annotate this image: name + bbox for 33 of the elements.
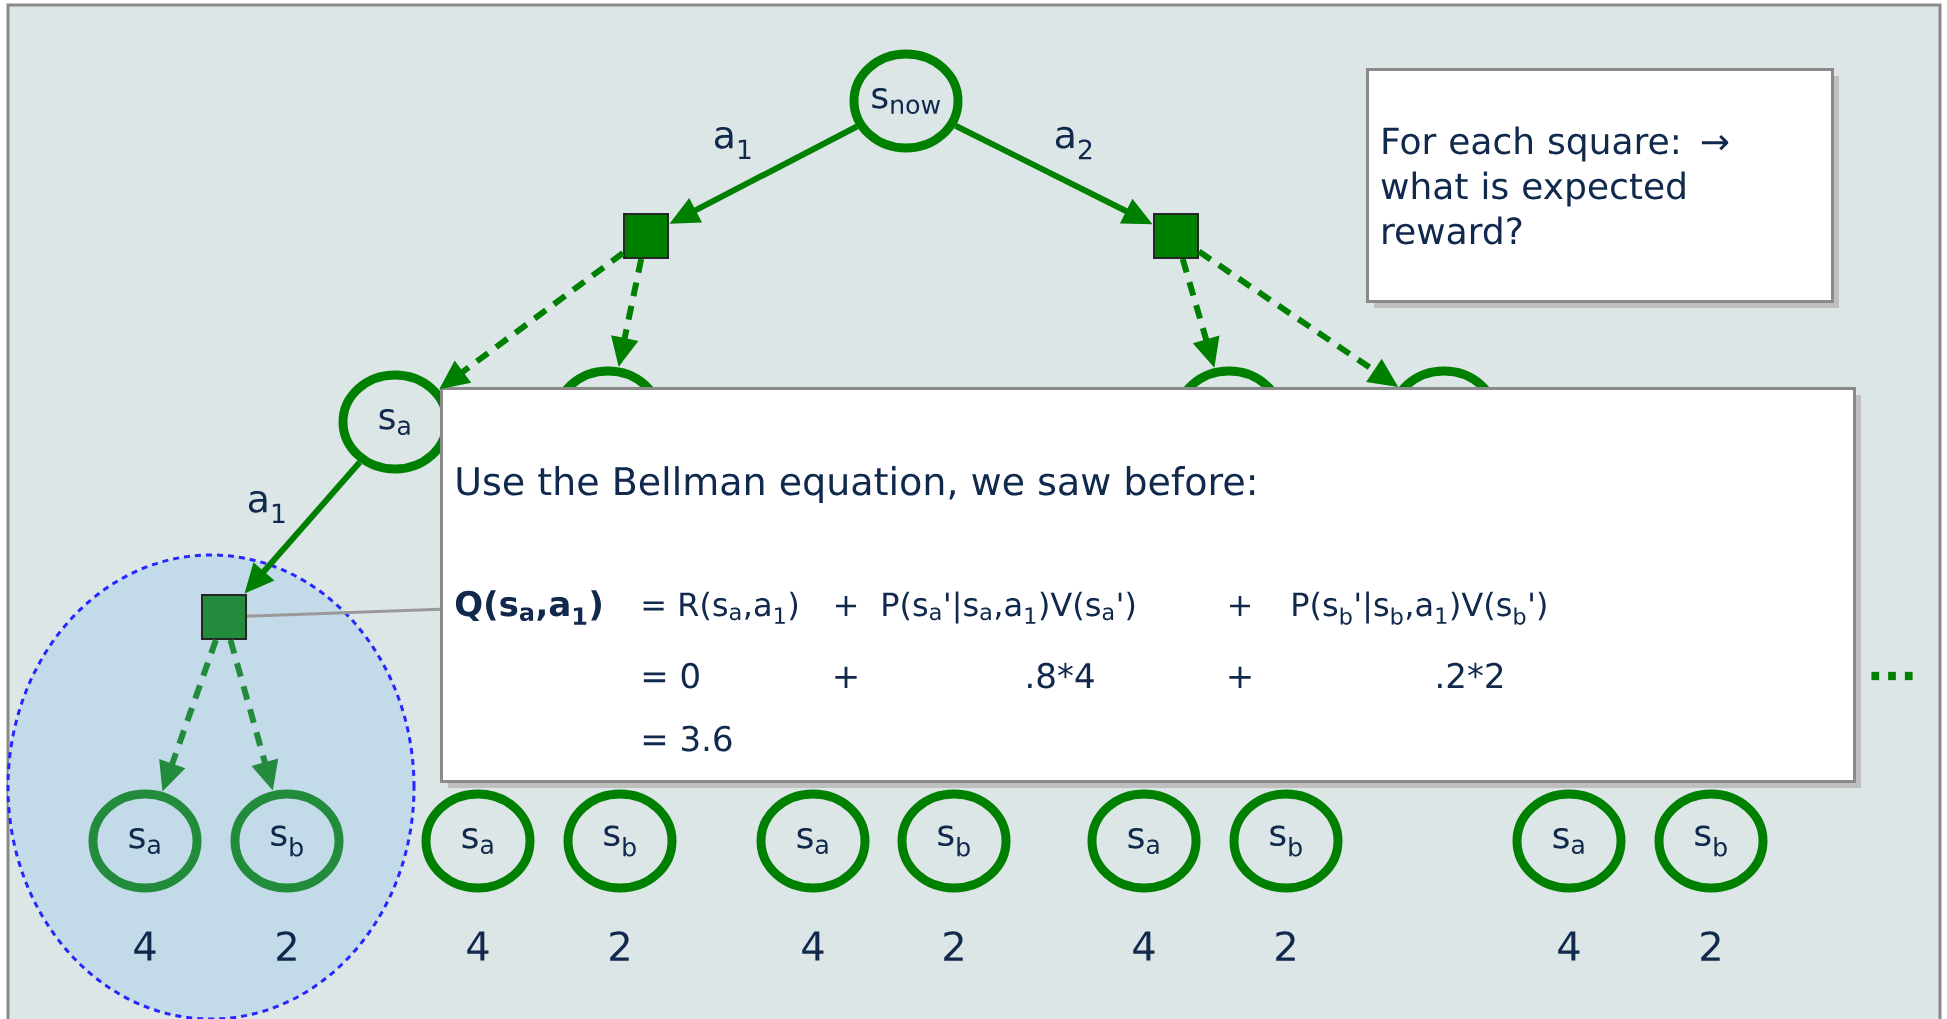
value-label: 4	[802, 931, 824, 961]
formula-text: P(s$_{a}$'|s$_{a}$,a$_{1}$)V(s$_{a}$')	[883, 591, 1135, 624]
formula-text: +	[1229, 666, 1251, 688]
value-label: 4	[134, 931, 156, 961]
action-square	[1153, 213, 1199, 259]
value-label: 2	[944, 931, 963, 961]
formula-text: +	[836, 595, 856, 616]
formula-text: = R(s$_{a}$,a$_{1}$)	[643, 591, 798, 624]
value-label: 4	[467, 931, 489, 961]
value-label: 4	[1133, 931, 1155, 961]
formula-text: Q(s$_{a}$,a$_{1}$)	[455, 590, 601, 625]
formula-dialog	[440, 387, 1861, 788]
value-label: 4	[1558, 931, 1580, 961]
value-label: 2	[277, 931, 296, 961]
formula-text: .2*2	[1438, 662, 1503, 688]
formula-text: .8*4	[1028, 662, 1094, 689]
formula-text: +	[835, 666, 857, 688]
formula-text: = 0	[643, 662, 699, 689]
action-square	[201, 594, 247, 640]
edge-label: a$_{1}$	[710, 124, 756, 162]
value-label: 2	[1276, 931, 1295, 961]
leader-line	[246, 607, 441, 618]
value-label: 2	[1701, 931, 1720, 961]
edge-label: a$_{2}$	[1051, 124, 1097, 162]
note-box: For each square: → what is expected reward?	[1366, 68, 1839, 308]
edge-label: a$_{1}$	[244, 488, 290, 526]
formula-text: = 3.6	[643, 725, 732, 752]
heading-text: Use the Bellman equation, we saw before:	[457, 466, 1255, 503]
action-square	[623, 213, 669, 259]
formula-text: +	[1230, 595, 1250, 616]
value-label: 2	[610, 931, 629, 961]
formula-text: P(s$_{b}$'|s$_{b}$,a$_{1}$)V(s$_{b}$')	[1293, 591, 1546, 625]
highlight-circle	[6, 553, 416, 1019]
